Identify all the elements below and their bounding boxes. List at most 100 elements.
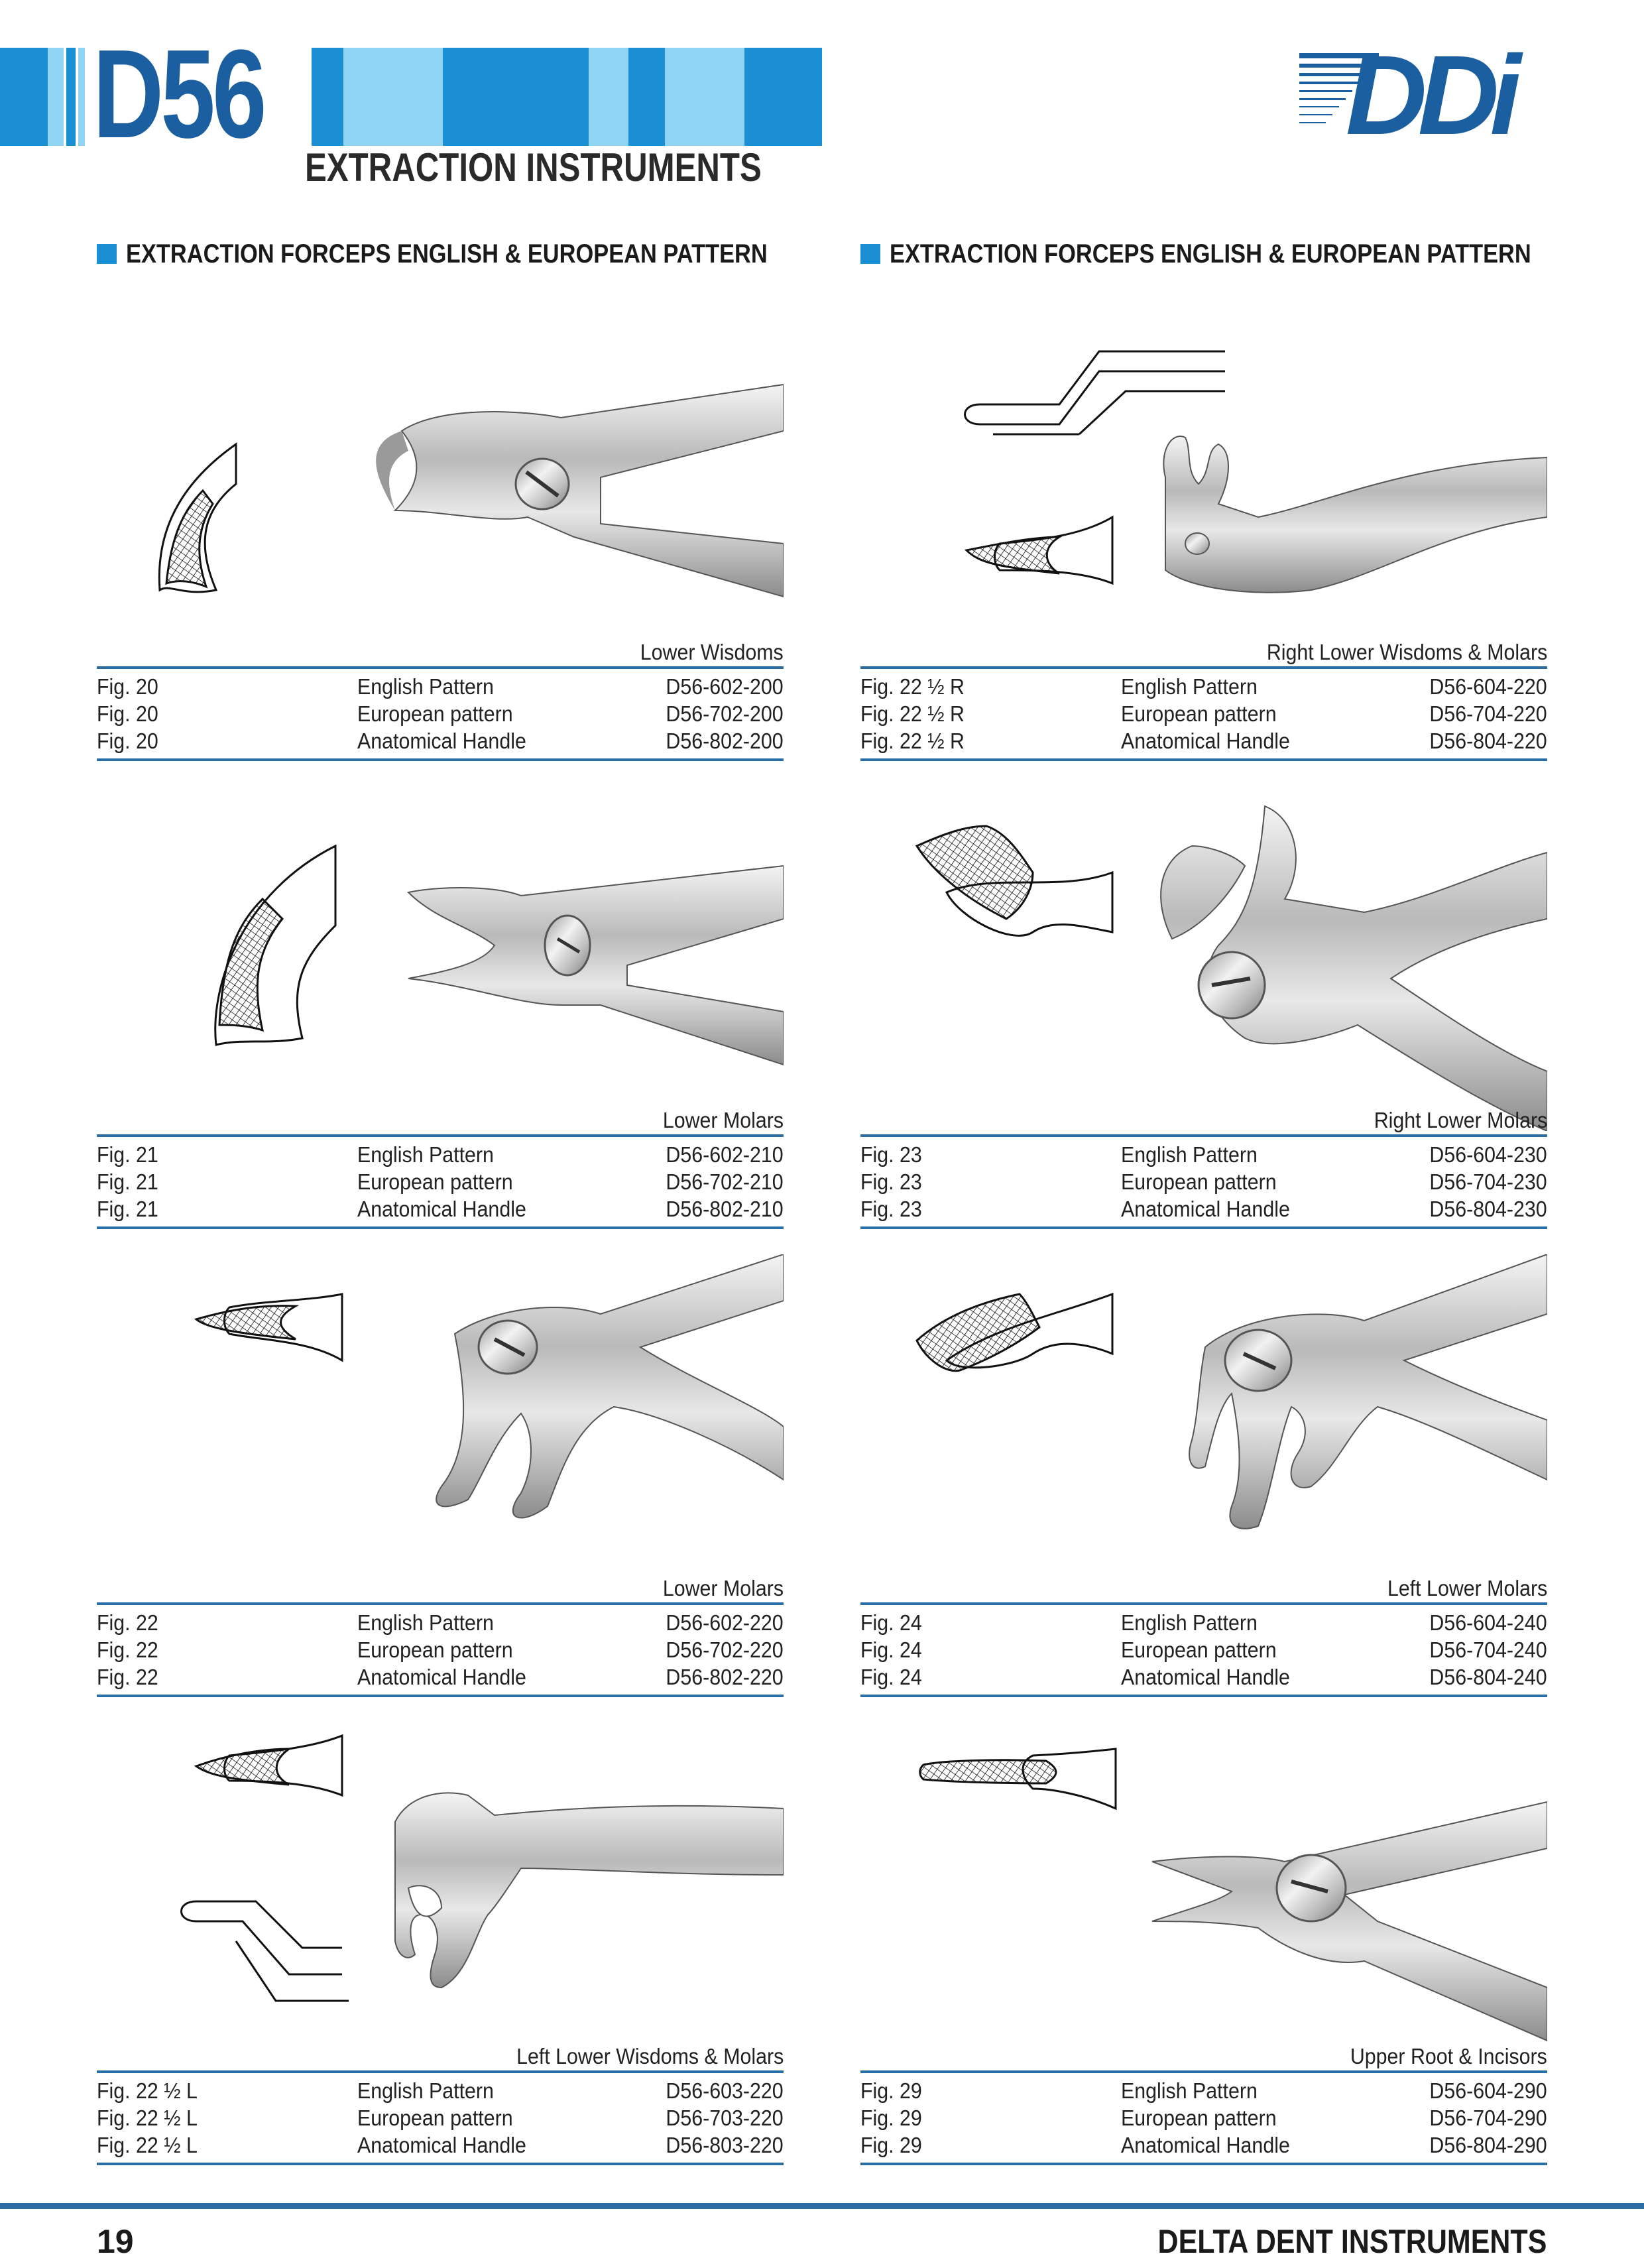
divider — [97, 1134, 784, 1137]
product-code: D56-704-240 — [1429, 1638, 1547, 1662]
product-block: Lower Molars Fig. 22 English Pattern D56… — [97, 1254, 784, 1705]
fig-number: Fig. 20 — [97, 729, 158, 753]
fig-number: Fig. 22 — [97, 1638, 158, 1662]
fig-number: Fig. 22 — [97, 1610, 158, 1635]
divider — [860, 666, 1547, 669]
divider — [860, 758, 1547, 761]
upper-root-incisor-forceps-image — [919, 1748, 1547, 2042]
fig-number: Fig. 22 ½ R — [860, 729, 965, 753]
lower-molar-forceps-image — [214, 844, 784, 1066]
square-bullet-icon — [97, 244, 117, 264]
product-block: Lower Wisdoms Fig. 20 English Pattern D5… — [97, 318, 784, 769]
table-row: Fig. 20 European pattern D56-702-200 — [97, 701, 784, 729]
pattern-name: English Pattern — [1121, 674, 1258, 699]
fig-number: Fig. 22 — [97, 1665, 158, 1689]
fig-number: Fig. 20 — [97, 674, 158, 699]
product-code: D56-804-220 — [1429, 729, 1547, 753]
table-row: Fig. 22 Anatomical Handle D56-802-220 — [97, 1665, 784, 1692]
footer-divider — [0, 2203, 1644, 2209]
divider — [860, 2163, 1547, 2165]
table-row: Fig. 29 English Pattern D56-604-290 — [860, 2078, 1547, 2106]
table-row: Fig. 23 European pattern D56-704-230 — [860, 1169, 1547, 1197]
section-heading-right: EXTRACTION FORCEPS ENGLISH & EUROPEAN PA… — [860, 237, 1635, 270]
table-row: Fig. 22 ½ L English Pattern D56-603-220 — [97, 2078, 784, 2106]
fig-number: Fig. 23 — [860, 1142, 922, 1167]
product-code: D56-702-220 — [666, 1638, 784, 1662]
table-row: Fig. 22 ½ L European pattern D56-703-220 — [97, 2106, 784, 2133]
table-row: Fig. 24 European pattern D56-704-240 — [860, 1638, 1547, 1665]
product-code: D56-703-220 — [666, 2106, 784, 2130]
page-title: EXTRACTION INSTRUMENTS — [305, 145, 762, 190]
table-row: Fig. 24 Anatomical Handle D56-804-240 — [860, 1665, 1547, 1692]
pattern-name: Anatomical Handle — [1121, 2133, 1290, 2157]
table-row: Fig. 22 ½ R European pattern D56-704-220 — [860, 701, 1547, 729]
divider — [97, 2070, 784, 2073]
fig-number: Fig. 22 ½ L — [97, 2133, 198, 2157]
divider — [97, 666, 784, 669]
right-lower-molar-forceps-image — [915, 805, 1547, 1131]
product-code: D56-804-230 — [1429, 1197, 1547, 1221]
divider — [860, 1134, 1547, 1137]
pattern-name: Anatomical Handle — [1121, 729, 1290, 753]
fig-number: Fig. 23 — [860, 1169, 922, 1194]
pattern-name: Anatomical Handle — [357, 2133, 526, 2157]
fig-number: Fig. 21 — [97, 1169, 158, 1194]
table-row: Fig. 23 English Pattern D56-604-230 — [860, 1142, 1547, 1169]
pattern-name: European pattern — [357, 1638, 513, 1662]
fig-number: Fig. 20 — [97, 701, 158, 726]
pattern-name: English Pattern — [357, 1142, 494, 1167]
pattern-name: European pattern — [357, 701, 513, 726]
product-code: D56-602-200 — [666, 674, 784, 699]
product-title: Left Lower Molars — [1387, 1576, 1547, 1600]
product-code: D56-704-230 — [1429, 1169, 1547, 1194]
svg-text:DDi: DDi — [1346, 40, 1524, 146]
product-block: Right Lower Molars Fig. 23 English Patte… — [860, 786, 1547, 1237]
product-code: D56-602-220 — [666, 1610, 784, 1635]
divider — [860, 1602, 1547, 1605]
fig-number: Fig. 29 — [860, 2106, 922, 2130]
fig-number: Fig. 21 — [97, 1197, 158, 1221]
pattern-name: Anatomical Handle — [357, 729, 526, 753]
product-code: D56-804-290 — [1429, 2133, 1547, 2157]
fig-number: Fig. 22 ½ R — [860, 674, 965, 699]
table-row: Fig. 24 English Pattern D56-604-240 — [860, 1610, 1547, 1638]
section-heading-text: EXTRACTION FORCEPS ENGLISH & EUROPEAN PA… — [890, 239, 1531, 269]
pattern-name: English Pattern — [1121, 2078, 1258, 2103]
divider — [97, 1226, 784, 1229]
divider — [860, 1695, 1547, 1697]
product-code: D56-604-290 — [1429, 2078, 1547, 2103]
pattern-name: English Pattern — [1121, 1610, 1258, 1635]
divider — [97, 1602, 784, 1605]
product-block: Left Lower Molars Fig. 24 English Patter… — [860, 1254, 1547, 1705]
table-row: Fig. 22 European pattern D56-702-220 — [97, 1638, 784, 1665]
divider — [860, 2070, 1547, 2073]
product-code: D56-702-210 — [666, 1169, 784, 1194]
product-code: D56-603-220 — [666, 2078, 784, 2103]
right-lower-wisdom-forceps-image — [964, 350, 1547, 593]
divider — [97, 758, 784, 761]
divider — [860, 1226, 1547, 1229]
product-title: Lower Molars — [662, 1576, 784, 1600]
lower-molar-forceps-image — [194, 1254, 784, 1519]
pattern-name: Anatomical Handle — [357, 1665, 526, 1689]
fig-number: Fig. 24 — [860, 1610, 922, 1635]
fig-number: Fig. 23 — [860, 1197, 922, 1221]
pattern-name: Anatomical Handle — [1121, 1197, 1290, 1221]
product-code: D56-802-210 — [666, 1197, 784, 1221]
product-code: D56-804-240 — [1429, 1665, 1547, 1689]
fig-number: Fig. 22 ½ R — [860, 701, 965, 726]
left-lower-wisdom-forceps-image — [180, 1734, 784, 2002]
product-title: Upper Root & Incisors — [1350, 2044, 1547, 2068]
product-block: Right Lower Wisdoms & Molars Fig. 22 ½ R… — [860, 318, 1547, 769]
table-row: Fig. 20 English Pattern D56-602-200 — [97, 674, 784, 701]
product-code: D56-704-290 — [1429, 2106, 1547, 2130]
pattern-name: European pattern — [1121, 1169, 1277, 1194]
product-code: D56-604-240 — [1429, 1610, 1547, 1635]
pattern-name: European pattern — [1121, 1638, 1277, 1662]
divider — [97, 1695, 784, 1697]
product-title: Right Lower Molars — [1374, 1108, 1547, 1132]
product-title: Right Lower Wisdoms & Molars — [1266, 640, 1547, 664]
catalog-code: D56 — [93, 24, 267, 164]
pattern-name: European pattern — [1121, 2106, 1277, 2130]
header-banner — [0, 48, 822, 146]
